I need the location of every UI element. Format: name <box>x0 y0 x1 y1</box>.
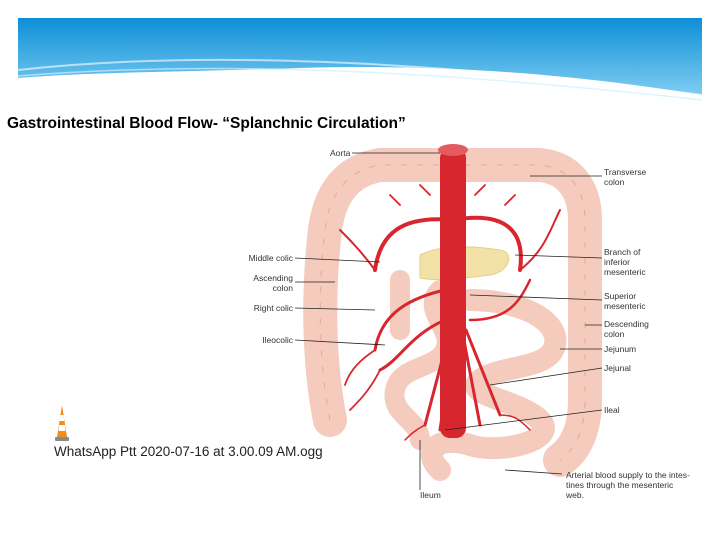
label-ascending-colon-1: Ascending <box>253 273 293 283</box>
label-jejunum: Jejunum <box>604 344 636 354</box>
label-jejunal: Jejunal <box>604 363 631 373</box>
label-branch-inferior-3: mesenteric <box>604 267 646 277</box>
leader-lines <box>294 152 603 490</box>
traffic-cone-icon[interactable] <box>54 403 70 443</box>
mesenteric-vessels <box>339 184 561 441</box>
label-ileocolic: Ileocolic <box>262 335 293 345</box>
label-transverse-colon-2: colon <box>604 177 625 187</box>
label-right-colic: Right colic <box>254 303 294 313</box>
label-middle-colic: Middle colic <box>249 253 294 263</box>
label-descending-colon-1: Descending <box>604 319 649 329</box>
label-superior-mesenteric-1: Superior <box>604 291 636 301</box>
diagram-labels: Aorta Transverse colon Middle colic Asce… <box>249 148 690 500</box>
caption-line-1: Arterial blood supply to the intes- <box>566 470 690 480</box>
label-branch-inferior-2: inferior <box>604 257 630 267</box>
large-intestine <box>303 148 602 477</box>
label-transverse-colon-1: Transverse <box>604 167 646 177</box>
label-branch-inferior-1: Branch of <box>604 247 641 257</box>
label-descending-colon-2: colon <box>604 329 625 339</box>
label-ascending-colon-2: colon <box>273 283 294 293</box>
small-intestine <box>384 270 567 481</box>
header-banner <box>17 18 703 101</box>
audio-file-label[interactable]: WhatsApp Ptt 2020-07-16 at 3.00.09 AM.og… <box>54 444 323 459</box>
label-aorta: Aorta <box>330 148 351 158</box>
label-ileum: Ileum <box>420 490 441 500</box>
slide-title: Gastrointestinal Blood Flow- “Splanchnic… <box>7 115 406 132</box>
label-ileal: Ileal <box>604 405 620 415</box>
caption-line-2: tines through the mesenteric <box>566 480 674 490</box>
caption-line-3: web. <box>565 490 584 500</box>
label-superior-mesenteric-2: mesenteric <box>604 301 646 311</box>
